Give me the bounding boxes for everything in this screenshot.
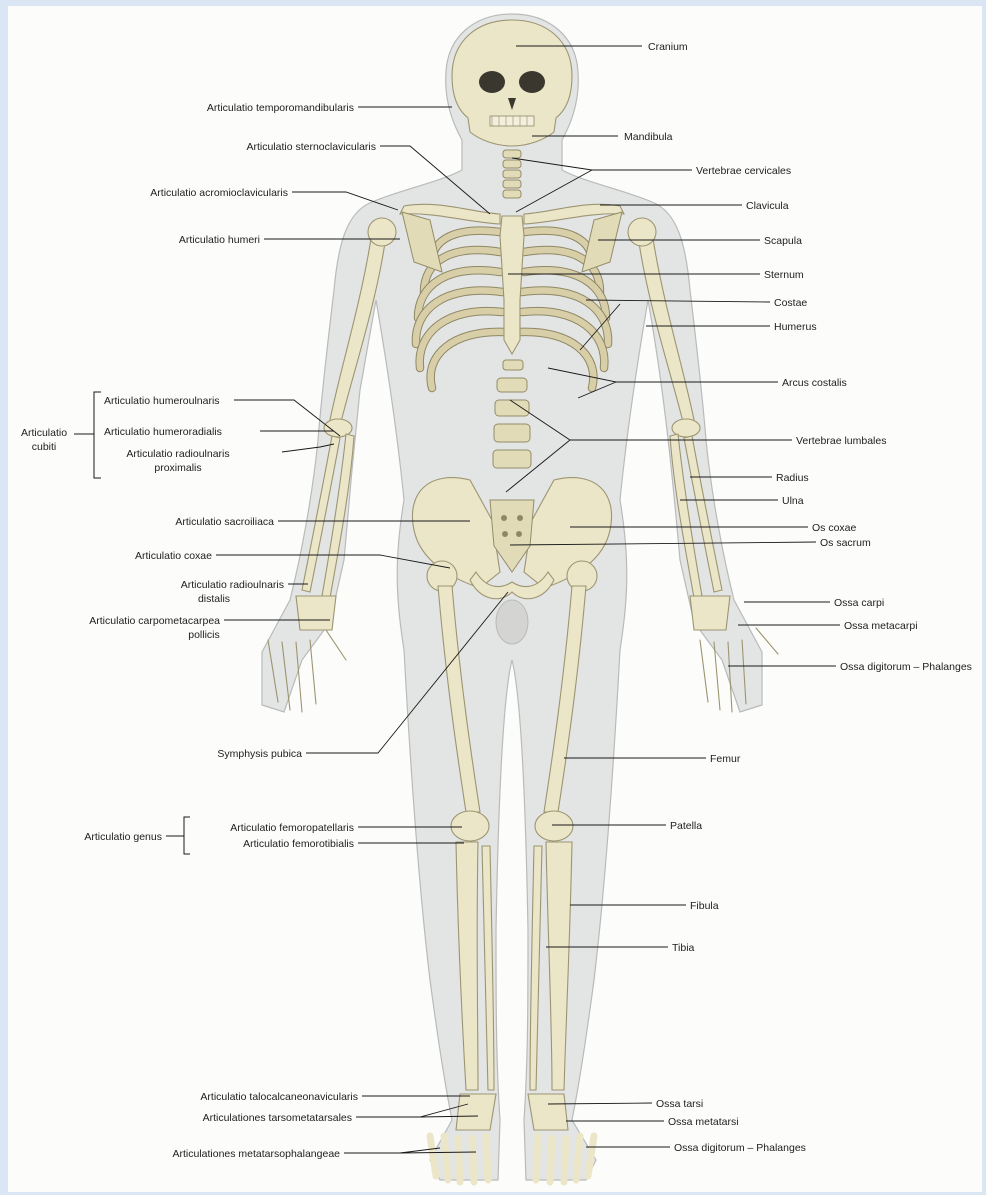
label-ossa-metacarpi: Ossa metacarpi (844, 620, 918, 632)
label-os-sacrum: Os sacrum (820, 537, 871, 549)
label-art-sternoclavicularis: Articulatio sternoclavicularis (246, 141, 376, 153)
label-scapula: Scapula (764, 235, 802, 247)
label-art-radioulnaris-prox-1: Articulatio radioulnaris (126, 448, 229, 460)
label-sternum: Sternum (764, 269, 804, 281)
label-patella: Patella (670, 820, 702, 832)
label-art-metatarsophalangeae: Articulationes metatarsophalangeae (172, 1148, 340, 1160)
label-ossa-digitorum-pedis: Ossa digitorum – Phalanges (674, 1142, 806, 1154)
label-art-cubiti-2: cubiti (32, 441, 57, 453)
label-art-carpometacarpea-2: pollicis (188, 629, 220, 641)
skull (452, 20, 572, 146)
label-femur: Femur (710, 753, 741, 765)
label-ulna: Ulna (782, 495, 804, 507)
label-art-radioulnaris-dist-2: distalis (198, 593, 230, 605)
label-humerus: Humerus (774, 321, 817, 333)
label-art-radioulnaris-prox-2: proximalis (154, 462, 201, 474)
label-art-humeroulnaris: Articulatio humeroulnaris (104, 395, 220, 407)
label-os-coxae: Os coxae (812, 522, 857, 534)
label-vertebrae-lumbales: Vertebrae lumbales (796, 435, 886, 447)
label-radius: Radius (776, 472, 809, 484)
label-tibia: Tibia (672, 942, 695, 954)
label-ossa-digitorum-manus: Ossa digitorum – Phalanges (840, 661, 972, 673)
label-cranium: Cranium (648, 41, 688, 53)
label-clavicula: Clavicula (746, 200, 789, 212)
label-symphysis-pubica: Symphysis pubica (217, 748, 302, 760)
label-art-temporomandibularis: Articulatio temporomandibularis (207, 102, 354, 114)
label-mandibula: Mandibula (624, 131, 673, 143)
label-art-cubiti-1: Articulatio (21, 427, 67, 439)
label-art-genus: Articulatio genus (84, 831, 162, 843)
label-costae: Costae (774, 297, 807, 309)
label-art-carpometacarpea-1: Articulatio carpometacarpea (89, 615, 220, 627)
label-art-humeri: Articulatio humeri (179, 234, 260, 246)
label-art-sacroiliaca: Articulatio sacroiliaca (175, 516, 274, 528)
body-silhouette (262, 14, 762, 1180)
label-ossa-metatarsi: Ossa metatarsi (668, 1116, 739, 1128)
label-art-coxae: Articulatio coxae (135, 550, 212, 562)
label-arcus-costalis: Arcus costalis (782, 377, 847, 389)
label-ossa-carpi: Ossa carpi (834, 597, 884, 609)
label-art-femoropatellaris: Articulatio femoropatellaris (230, 822, 354, 834)
label-fibula: Fibula (690, 900, 719, 912)
label-art-acromioclavicularis: Articulatio acromioclavicularis (150, 187, 288, 199)
sternum (500, 216, 524, 354)
label-vertebrae-cervicales: Vertebrae cervicales (696, 165, 791, 177)
label-art-tarsometatarsales: Articulationes tarsometatarsales (203, 1112, 352, 1124)
label-art-radioulnaris-dist-1: Articulatio radioulnaris (181, 579, 284, 591)
label-art-femorotibialis: Articulatio femorotibialis (243, 838, 354, 850)
label-art-humeroradialis: Articulatio humeroradialis (104, 426, 222, 438)
label-art-talocalcaneonavicularis: Articulatio talocalcaneonavicularis (200, 1091, 358, 1103)
label-ossa-tarsi: Ossa tarsi (656, 1098, 703, 1110)
